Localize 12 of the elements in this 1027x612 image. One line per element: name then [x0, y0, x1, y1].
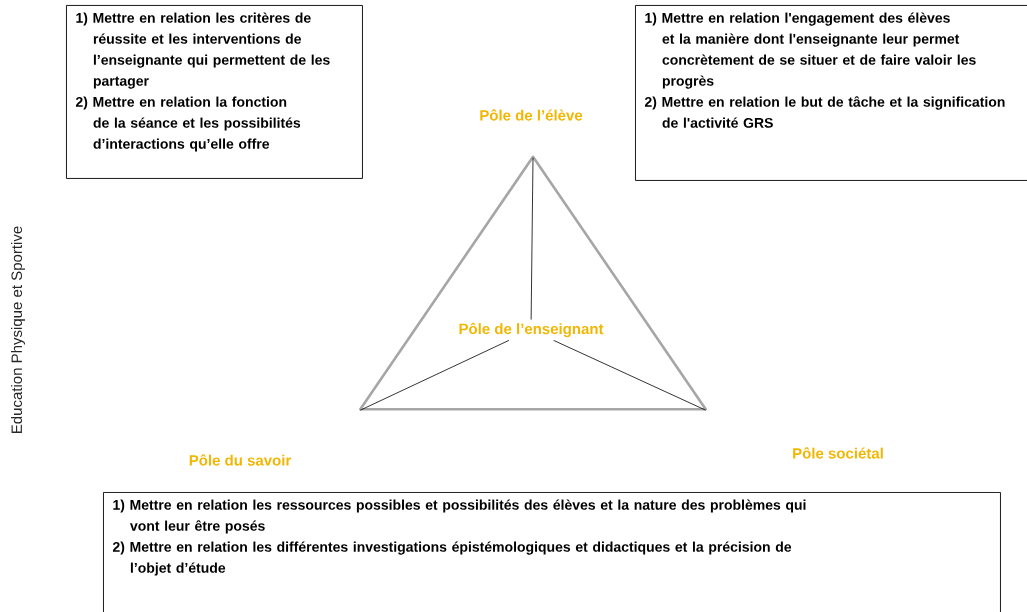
text-box: 1) Mettre en relation l'engagement des élèves et la manière dont l'enseignante leur permet concrètement de se situer et de faire valoir les progrès 2) Mettre en relation le but de tâche et la signification de l'activité GRS — [635, 5, 1027, 181]
pole-label: Pôle de l’élève — [476, 106, 586, 124]
text-box: 1) Mettre en relation les ressources possibles et possibilités des élèves et la nature des problèmes qui vont leur être posés 2) Mettre en relation les différentes investigations épistémologiques et didactiques et la précision de l’objet d’étude — [103, 492, 1001, 612]
triangle — [359, 155, 707, 411]
connector-line — [530, 157, 534, 320]
text-box: 1) Mettre en relation les critères de réussite et les interventions de l’enseignante qui permettent de les partager 2) Mettre en relation la fonction de la séance et les possibilités d’interactions qu’elle offre — [66, 5, 363, 179]
pole-label: Pôle de l’enseignant — [455, 319, 607, 341]
pole-label: Pôle du savoir — [185, 451, 295, 469]
pole-label: Pôle sociétal — [789, 444, 887, 462]
connector-line — [359, 340, 510, 411]
side-label: Education Physique et Sportive — [11, 226, 25, 433]
connector-line — [553, 340, 707, 411]
